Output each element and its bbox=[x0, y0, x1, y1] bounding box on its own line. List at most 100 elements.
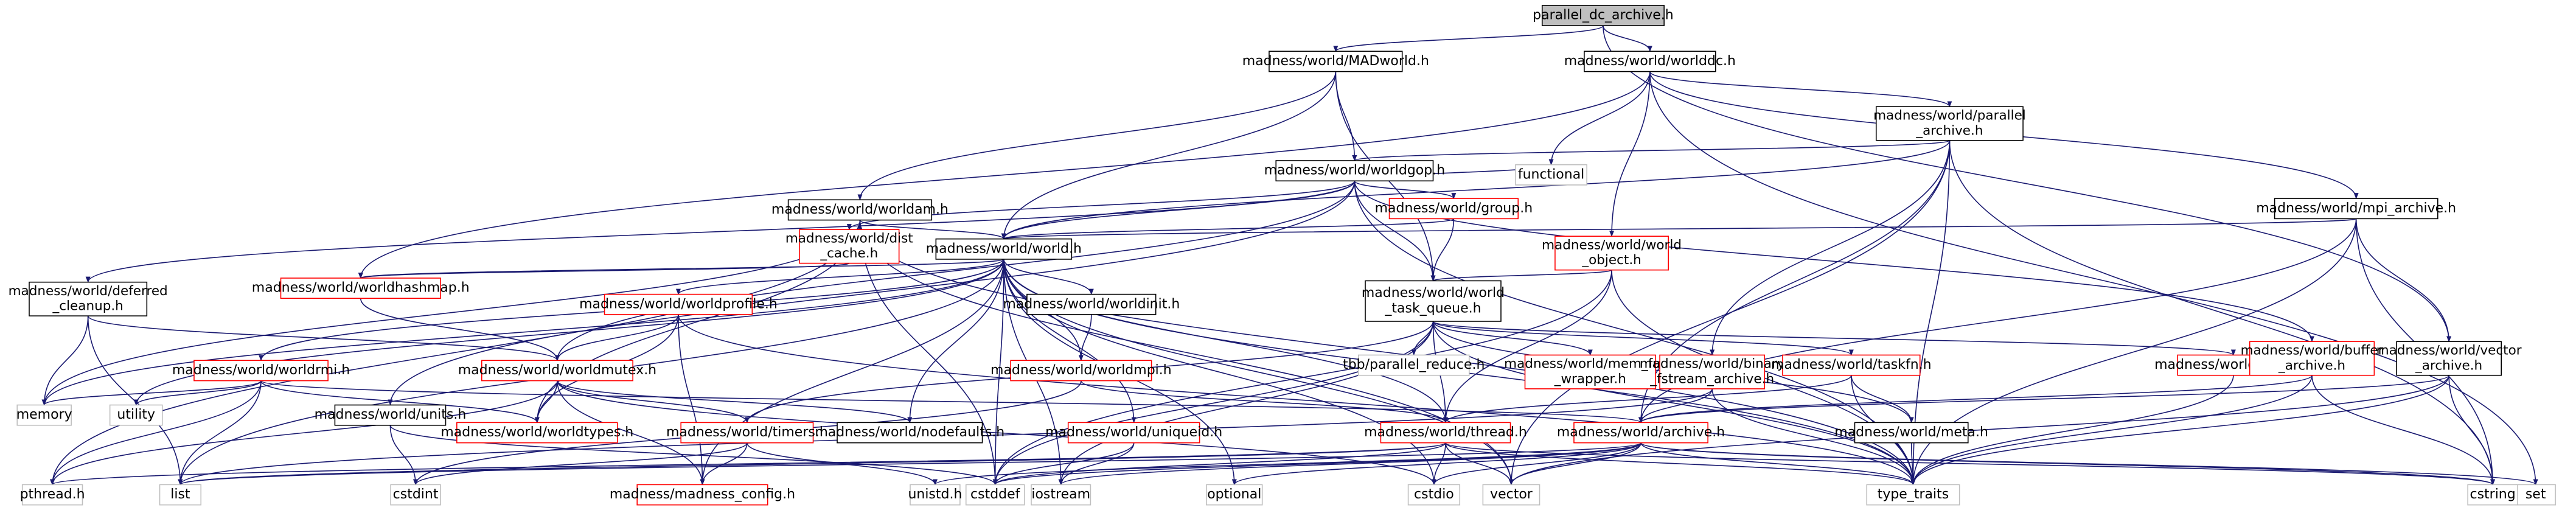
node-deferred_cleanup[interactable]: madness/world/deferred_cleanup.h bbox=[9, 281, 168, 316]
node-worldmpi[interactable]: madness/world/worldmpi.h bbox=[990, 360, 1172, 382]
node-label-worldhashmap: madness/world/worldhashmap.h bbox=[252, 281, 470, 296]
edge-root-to-vector_archive bbox=[1603, 26, 2452, 343]
node-nodefaults[interactable]: madness/world/nodefaults.h bbox=[815, 422, 1004, 444]
node-world_object[interactable]: madness/world/world_object.h bbox=[1542, 236, 1682, 271]
edge-buffer_archive-to-archive bbox=[1638, 375, 2313, 424]
edge-thread-to-pthread bbox=[50, 442, 1446, 486]
edge-buffer_archive-to-type_traits bbox=[1910, 375, 2313, 486]
node-label-cstdio: cstdio bbox=[1414, 487, 1454, 502]
edge-vector_archive-to-vector bbox=[1509, 375, 2449, 486]
node-worldrmi[interactable]: madness/world/worldrmi.h bbox=[172, 360, 350, 382]
node-box-root bbox=[1541, 5, 1665, 26]
edge-thread-to-cstring bbox=[1445, 442, 2495, 486]
edge-worldgroup-to-world_task_queue bbox=[1430, 218, 1455, 282]
edge-units-to-cstddef bbox=[389, 425, 998, 486]
node-unistd: unistd.h bbox=[908, 484, 962, 506]
node-label-mem_func: madness/world/mem_func bbox=[1504, 357, 1676, 372]
node-dist_cache[interactable]: madness/world/dist_cache.h bbox=[785, 229, 913, 264]
node-taskfn[interactable]: madness/world/taskfn.h bbox=[1771, 354, 1932, 376]
node-world_task_queue[interactable]: madness/world/world_task_queue.h bbox=[1362, 280, 1505, 322]
node-mpi_archive[interactable]: madness/world/mpi_archive.h bbox=[2256, 198, 2456, 220]
node-label-deferred_cleanup: _cleanup.h bbox=[52, 299, 124, 314]
node-worldmutex[interactable]: madness/world/worldmutex.h bbox=[458, 360, 656, 382]
node-thread[interactable]: madness/world/thread.h bbox=[1364, 422, 1527, 444]
node-label-vector_archive: madness/world/vector bbox=[2376, 343, 2522, 358]
edge-worldprofile-to-worldmutex bbox=[555, 314, 679, 361]
edge-parallel_archive-to-binary_fstream bbox=[1710, 140, 1951, 356]
node-madness_config[interactable]: madness/madness_config.h bbox=[610, 484, 795, 506]
node-optional: optional bbox=[1206, 484, 1263, 506]
node-worldgop[interactable]: madness/world/worldgop.h bbox=[1264, 160, 1446, 182]
node-worldgroup[interactable]: madness/world/group.h bbox=[1375, 198, 1533, 220]
node-box-worldinit bbox=[1026, 293, 1157, 315]
node-uniqueid[interactable]: madness/world/uniqueid.h bbox=[1045, 422, 1222, 444]
node-mem_func[interactable]: madness/world/mem_func_wrapper.h bbox=[1504, 354, 1676, 389]
node-box-uniqueid bbox=[1067, 422, 1200, 444]
edge-vector_archive-to-archive bbox=[1638, 375, 2449, 424]
node-box-nodefaults bbox=[837, 422, 983, 444]
edge-world_task_queue-to-cstddef bbox=[992, 321, 1434, 486]
edge-worlddc-to-worldhashmap bbox=[358, 71, 1651, 279]
node-box-parallel_archive bbox=[1875, 106, 2024, 141]
node-label-vector_archive: _archive.h bbox=[2415, 358, 2482, 373]
node-timers[interactable]: madness/world/timers.h bbox=[666, 422, 828, 444]
node-label-worlddc: madness/world/worlddc.h bbox=[1564, 54, 1736, 69]
node-label-mem_func: _wrapper.h bbox=[1554, 371, 1626, 386]
node-label-parallel_archive: madness/world/parallel bbox=[1873, 108, 2026, 124]
node-label-worldtypes: madness/world/worldtypes.h bbox=[440, 425, 633, 440]
node-binary_fstream[interactable]: madness/world/binary_fstream_archive.h bbox=[1640, 354, 1785, 389]
node-worldam[interactable]: madness/world/worldam.h bbox=[771, 199, 949, 221]
node-vector_archive[interactable]: madness/world/vector_archive.h bbox=[2376, 341, 2522, 376]
node-box-MADworld bbox=[1269, 51, 1403, 72]
edge-parallel_archive-to-archive bbox=[1638, 140, 1951, 424]
edge-root-to-worlddc bbox=[1603, 25, 1652, 52]
node-root[interactable]: parallel_dc_archive.h bbox=[1533, 5, 1674, 26]
node-world[interactable]: madness/world/world.h bbox=[926, 238, 1082, 260]
edge-parallel_archive-to-cstring bbox=[1949, 140, 2496, 486]
edge-taskfn-to-meta bbox=[1851, 375, 1914, 424]
node-units[interactable]: madness/world/units.h bbox=[315, 404, 467, 426]
edge-archive-to-type_traits bbox=[1640, 442, 1916, 486]
node-iostream: iostream bbox=[1031, 484, 1091, 506]
node-box-worldrmi bbox=[193, 360, 329, 382]
edge-world_object-to-cstddef bbox=[992, 270, 1612, 486]
edge-worldgop-to-worldmutex bbox=[555, 181, 1356, 361]
edge-binary_fstream-to-type_traits bbox=[1711, 388, 1916, 486]
node-parallel_archive[interactable]: madness/world/parallel_archive.h bbox=[1873, 106, 2026, 141]
node-worldinit[interactable]: madness/world/worldinit.h bbox=[1003, 293, 1180, 315]
edge-parallel_archive-to-worldgop bbox=[1352, 139, 1951, 161]
node-box-cstdio bbox=[1407, 484, 1461, 506]
node-buffer_archive[interactable]: madness/world/buffer_archive.h bbox=[2241, 341, 2384, 376]
node-worlddc[interactable]: madness/world/worlddc.h bbox=[1564, 51, 1736, 72]
edge-world-to-cstddef bbox=[992, 259, 1004, 486]
edge-worlddc-to-world_object bbox=[1609, 71, 1651, 237]
node-meta[interactable]: madness/world/meta.h bbox=[1834, 422, 1988, 444]
node-box-cstring bbox=[2467, 484, 2518, 506]
node-box-timers bbox=[680, 422, 814, 444]
node-worldhashmap[interactable]: madness/world/worldhashmap.h bbox=[252, 277, 470, 299]
node-label-deferred_cleanup: madness/world/deferred bbox=[9, 284, 168, 299]
node-layer: parallel_dc_archive.h madness/world/MADwo… bbox=[9, 5, 2556, 506]
node-box-worldhashmap bbox=[280, 277, 441, 299]
node-label-worldinit: madness/world/worldinit.h bbox=[1003, 296, 1180, 312]
edge-worldgop-to-worldgroup bbox=[1354, 180, 1457, 200]
edge-worlddc-to-set bbox=[1649, 71, 2538, 486]
node-worldprofile[interactable]: madness/world/worldprofile.h bbox=[579, 293, 778, 315]
edge-worldgop-to-deferred_cleanup bbox=[85, 181, 1356, 283]
node-box-worldmutex bbox=[481, 360, 633, 382]
edge-worldrmi-to-pthread bbox=[50, 380, 262, 486]
node-box-unistd bbox=[910, 484, 961, 506]
node-label-thread: madness/world/thread.h bbox=[1364, 425, 1527, 440]
node-label-MADworld: madness/world/MADworld.h bbox=[1242, 54, 1429, 69]
node-worldtypes[interactable]: madness/world/worldtypes.h bbox=[440, 422, 633, 444]
node-box-mem_func bbox=[1524, 354, 1656, 389]
node-box-type_traits bbox=[1866, 484, 1960, 506]
node-archive[interactable]: madness/world/archive.h bbox=[1557, 422, 1725, 444]
node-MADworld[interactable]: madness/world/MADworld.h bbox=[1242, 51, 1429, 72]
edge-worldam-to-pthread bbox=[50, 220, 861, 486]
node-box-optional bbox=[1206, 484, 1263, 506]
node-box-world bbox=[935, 238, 1073, 260]
node-label-worldam: madness/world/worldam.h bbox=[771, 202, 949, 217]
node-box-functional bbox=[1515, 164, 1587, 186]
node-box-worldmpi bbox=[1010, 360, 1152, 382]
